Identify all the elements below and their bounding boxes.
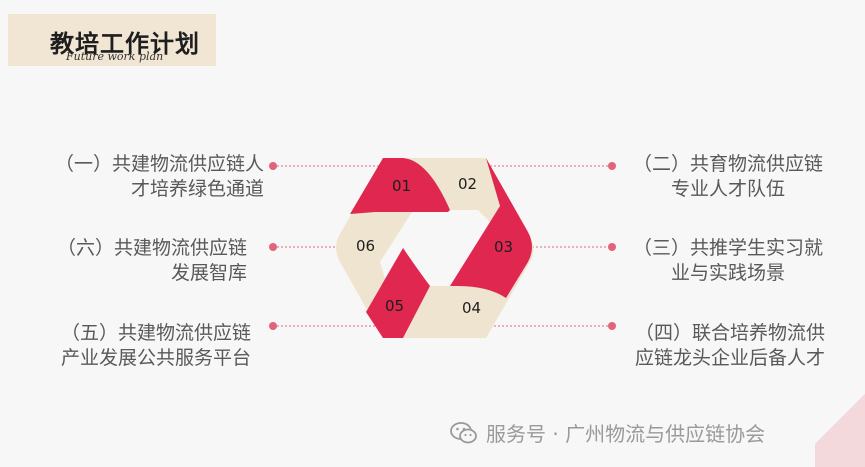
plan-item-4-line2: 应链龙头企业后备人才 [634, 347, 825, 369]
segment-02-label: 02 [458, 175, 477, 193]
connector-5-dot [269, 322, 277, 330]
plan-item-6-line1: （六）共建物流供应链 [56, 237, 247, 259]
segment-01 [350, 158, 450, 214]
watermark-text: 服务号 · 广州物流与供应链协会 [486, 422, 766, 446]
segment-05 [366, 248, 430, 338]
plan-item-1: （一）共建物流供应链人 才培养绿色通道 [55, 152, 264, 202]
plan-item-1-line2: 才培养绿色通道 [130, 178, 264, 200]
plan-item-2-line1: （二）共育物流供应链 [632, 153, 823, 175]
plan-item-1-line1: （一）共建物流供应链人 [54, 153, 264, 175]
plan-item-5: （五）共建物流供应链 产业发展公共服务平台 [61, 321, 251, 371]
watermark: 服务号 · 广州物流与供应链协会 [450, 418, 765, 447]
plan-item-4: （四）联合培养物流供 应链龙头企业后备人才 [606, 321, 854, 371]
plan-item-5-line2: 产业发展公共服务平台 [60, 347, 251, 369]
page-title: 教培工作计划 [50, 30, 200, 58]
plan-item-6: （六）共建物流供应链 发展智库 [57, 236, 247, 286]
title-background [8, 14, 216, 66]
segment-03-label: 03 [494, 238, 513, 256]
plan-item-3-line2: 业与实践场景 [670, 262, 785, 284]
page-subtitle: Future work plan [66, 50, 164, 63]
connector-1-dot [269, 162, 277, 170]
plan-item-5-line1: （五）共建物流供应链 [60, 322, 251, 344]
segment-06-label: 06 [356, 237, 375, 255]
connector-3-dot [608, 243, 616, 251]
connector-6-dot [269, 243, 277, 251]
segment-03 [450, 158, 532, 298]
connector-4-dot [608, 322, 616, 330]
plan-item-4-line1: （四）联合培养物流供 [634, 322, 825, 344]
segment-01-label: 01 [392, 177, 411, 195]
plan-item-3: （三）共推学生实习就 业与实践场景 [608, 236, 848, 286]
plan-item-3-line1: （三）共推学生实习就 [632, 237, 823, 259]
connector-2-dot [608, 162, 616, 170]
corner-accent [815, 375, 865, 467]
plan-item-2: （二）共育物流供应链 专业人才队伍 [612, 152, 844, 202]
segment-04 [403, 236, 530, 338]
plan-item-2-line2: 专业人才队伍 [670, 178, 785, 200]
plan-item-6-line2: 发展智库 [170, 262, 247, 284]
wechat-icon [450, 422, 477, 444]
segment-05-label: 05 [385, 297, 404, 315]
segment-04-label: 04 [462, 299, 481, 317]
